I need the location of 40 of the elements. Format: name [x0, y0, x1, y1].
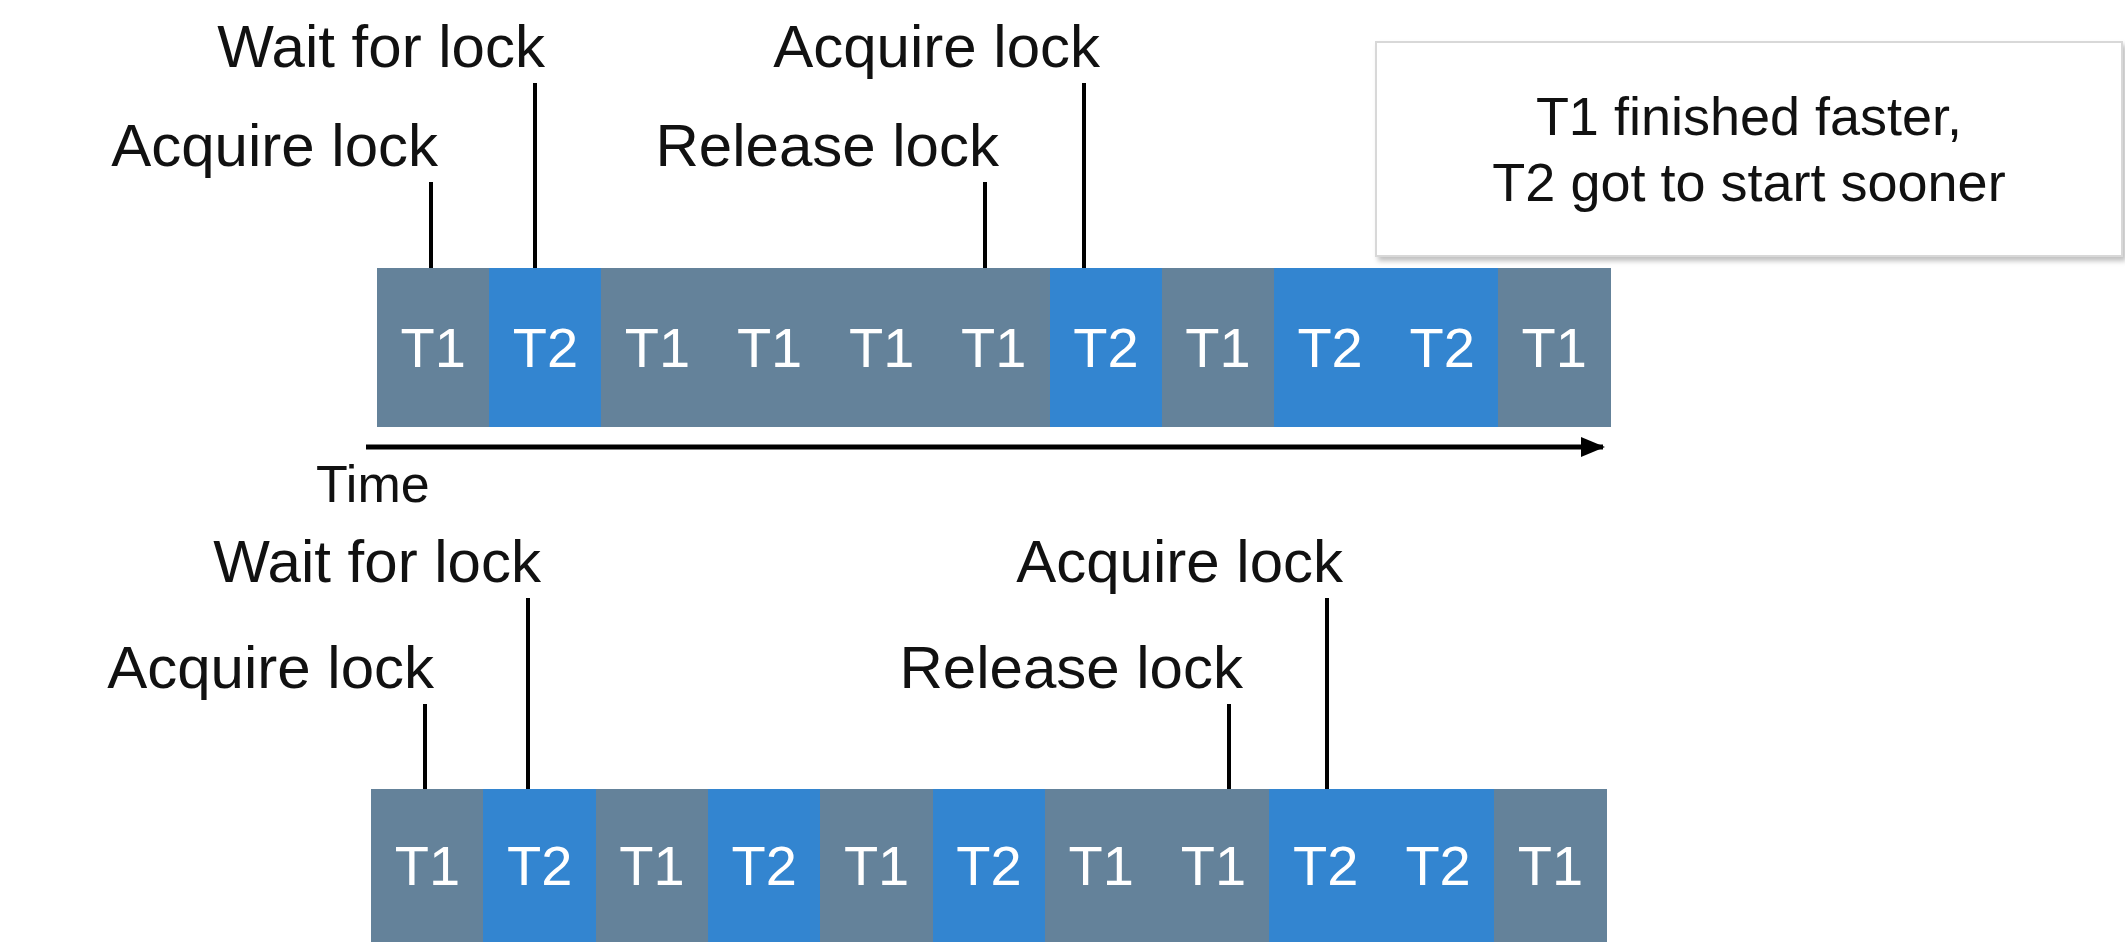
thread-slice-block: T2 — [1273, 268, 1387, 427]
leader-line — [983, 182, 987, 268]
leader-line — [1082, 83, 1086, 268]
event-label: Acquire lock — [925, 530, 1343, 594]
thread-slice-block: T1 — [595, 789, 709, 942]
thread-slice-block: T1 — [601, 268, 714, 427]
thread-slice-block: T2 — [707, 789, 821, 942]
thread-slice-block: T2 — [483, 789, 597, 942]
thread-slice-block: T1 — [377, 268, 490, 427]
thread-slice-block: T1 — [1498, 268, 1611, 427]
leader-line — [526, 598, 530, 789]
event-label: Wait for lock — [131, 15, 545, 79]
thread-slice-block: T2 — [1385, 268, 1499, 427]
leader-line — [533, 83, 537, 268]
thread-slice-block: T2 — [1381, 789, 1495, 942]
note-box: T1 finished faster, T2 got to start sooner — [1375, 41, 2123, 257]
thread-slice-block: T2 — [932, 789, 1046, 942]
event-label: Release lock — [569, 114, 999, 178]
thread-slice-block: T1 — [1494, 789, 1607, 942]
thread-slice-block: T1 — [820, 789, 933, 942]
thread-slice-block: T1 — [371, 789, 484, 942]
thread-slice-block: T1 — [937, 268, 1051, 427]
event-label: Wait for lock — [131, 530, 541, 594]
event-label: Acquire lock — [20, 114, 438, 178]
thread-slice-block: T1 — [1157, 789, 1270, 942]
thread-slice-block: T2 — [1269, 789, 1383, 942]
event-label: Acquire lock — [16, 636, 434, 700]
leader-line — [1325, 598, 1329, 789]
thread-slice-block: T1 — [1161, 268, 1275, 427]
thread-slice-block: T2 — [1049, 268, 1163, 427]
event-label: Acquire lock — [682, 15, 1100, 79]
thread-slice-block: T2 — [489, 268, 602, 427]
thread-slice-block: T1 — [825, 268, 938, 427]
leader-line — [423, 704, 427, 789]
thread-slice-block: T1 — [713, 268, 826, 427]
thread-slice-block: T1 — [1044, 789, 1158, 942]
leader-line — [1227, 704, 1231, 789]
leader-line — [429, 182, 433, 268]
axis-label: Time — [316, 454, 430, 515]
event-label: Release lock — [813, 636, 1243, 700]
